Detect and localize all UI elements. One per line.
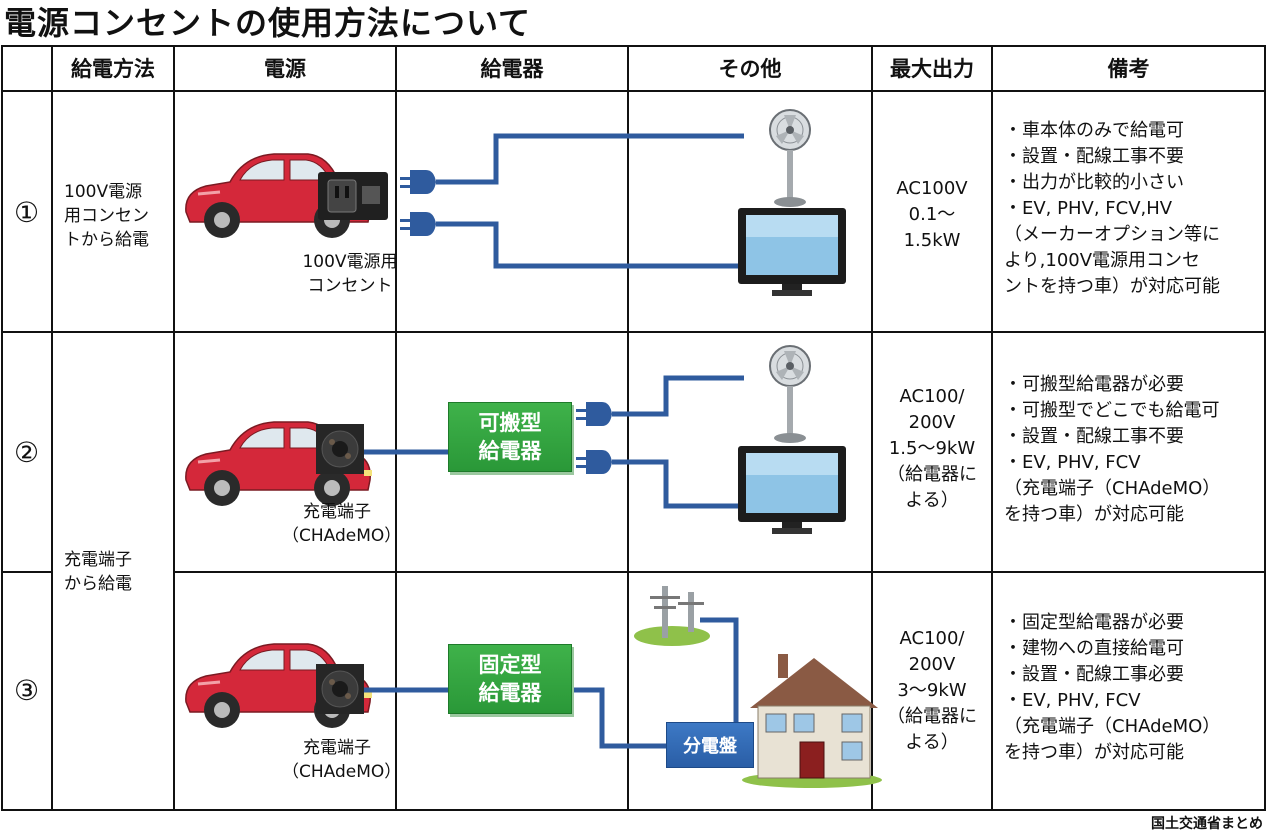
row-number: ③: [14, 674, 40, 707]
portable-feeder-box: 可搬型 給電器: [448, 402, 572, 472]
source-label: 充電端子 （CHAdeMO）: [282, 502, 402, 546]
method-100v-outlet: 100V電源 用コンセン トから給電: [64, 182, 149, 250]
fan-icon: [769, 345, 811, 444]
max-output: AC100/ 200V 1.5～9kW （給電器に よる）: [887, 386, 977, 511]
cable-lines: [436, 133, 744, 269]
max-output: AC100V 0.1～ 1.5kW: [896, 178, 968, 251]
utility-pole-icon: [634, 586, 710, 646]
charging-port-icon: [315, 663, 365, 715]
notes-list: ・可搬型給電器が必要 ・可搬型でどこでも給電可 ・設置・配線工事不要 ・EV, …: [1004, 374, 1221, 525]
distribution-panel-box: 分電盤: [666, 722, 754, 768]
header-power-source: 電源: [264, 57, 306, 81]
method-charging-port: 充電端子 から給電: [64, 550, 132, 594]
notes-list: ・車本体のみで給電可 ・設置・配線工事不要 ・出力が比較的小さい ・EV, PH…: [1004, 120, 1220, 297]
plug-icon: [576, 450, 612, 474]
header-method: 給電方法: [71, 57, 155, 81]
header-max-output: 最大出力: [890, 57, 974, 81]
house-icon: [742, 654, 882, 788]
tv-icon: [738, 208, 846, 296]
source-credit: 国土交通省まとめ: [1151, 816, 1263, 832]
plug-icon: [400, 170, 436, 194]
notes-list: ・固定型給電器が必要 ・建物への直接給電可 ・設置・配線工事必要 ・EV, PH…: [1004, 612, 1221, 763]
charging-port-icon: [315, 423, 365, 475]
cable-lines: [364, 375, 744, 509]
row-number: ①: [14, 196, 40, 229]
plug-icon: [400, 212, 436, 236]
fan-icon: [769, 109, 811, 208]
header-notes: 備考: [1107, 57, 1150, 81]
max-output: AC100/ 200V 3～9kW （給電器に よる）: [887, 628, 977, 753]
outlet-icon: [317, 171, 389, 221]
header-feeder: 給電器: [480, 57, 544, 81]
source-label: 充電端子 （CHAdeMO）: [282, 738, 402, 782]
page-title: 電源コンセントの使用方法について: [4, 4, 532, 42]
tv-icon: [738, 446, 846, 534]
source-label: 100V電源用 コンセント: [302, 252, 398, 296]
header-other: その他: [718, 57, 782, 81]
plug-icon: [576, 402, 612, 426]
row-number: ②: [14, 436, 40, 469]
cable-lines: [364, 617, 739, 749]
fixed-feeder-box: 固定型 給電器: [448, 644, 572, 714]
